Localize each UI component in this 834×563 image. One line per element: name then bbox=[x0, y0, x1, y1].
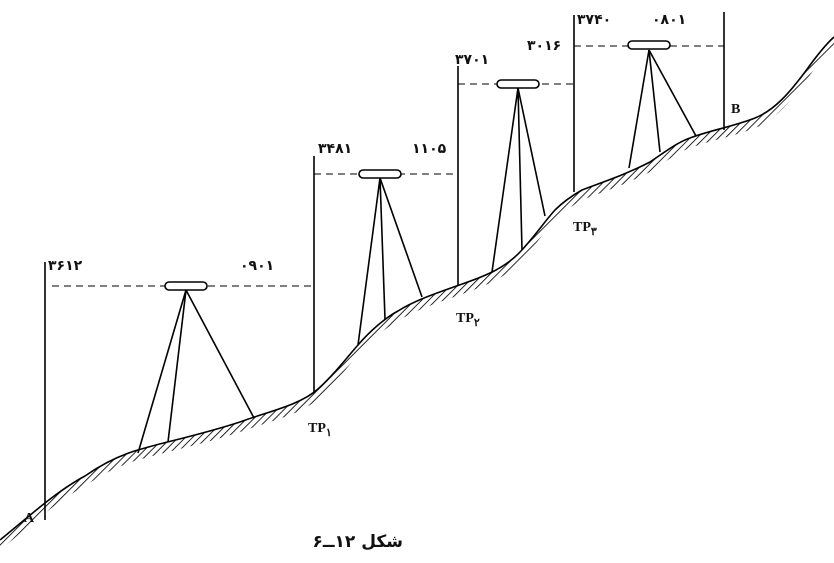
level-instrument-station-4 bbox=[627, 40, 697, 169]
reading-station1-backsight: ۳۶۱۲ bbox=[48, 258, 83, 274]
tp1-label-subscript: ۱ bbox=[326, 427, 332, 439]
tp3-label-subscript: ۳ bbox=[591, 226, 597, 238]
figure-caption: شکل ۱۲ــ۶ bbox=[313, 532, 403, 552]
tp2-label-text: TP bbox=[456, 311, 474, 326]
reading-station3-foresight: ۳۰۱۶ bbox=[527, 38, 561, 54]
point-label-B: B bbox=[731, 102, 740, 117]
reading-station2-backsight: ۳۴۸۱ bbox=[318, 141, 352, 157]
tp3-label-text: TP bbox=[573, 220, 591, 235]
reading-station4-foresight: ۰۸۰۱ bbox=[652, 12, 686, 28]
reading-station3-backsight: ۳۷۰۱ bbox=[455, 52, 489, 68]
ground-surface-line bbox=[0, 36, 834, 541]
point-label-TP2: TP۲ bbox=[456, 311, 480, 329]
reading-station1-foresight: ۰۹۰۱ bbox=[240, 258, 274, 274]
level-instrument-station-3 bbox=[491, 79, 546, 273]
level-instrument-station-1 bbox=[137, 281, 255, 454]
tp2-label-subscript: ۲ bbox=[474, 317, 480, 329]
reading-station4-backsight: ۳۷۴۰ bbox=[577, 12, 611, 28]
ground-hatch bbox=[0, 37, 834, 550]
tp1-label-text: TP bbox=[308, 421, 326, 436]
point-label-TP1: TP۱ bbox=[308, 421, 332, 439]
level-instrument-station-2 bbox=[357, 169, 423, 346]
point-label-TP3: TP۳ bbox=[573, 220, 597, 238]
reading-station2-foresight: ۱۱۰۵ bbox=[412, 141, 447, 157]
point-label-A: A bbox=[24, 511, 35, 526]
